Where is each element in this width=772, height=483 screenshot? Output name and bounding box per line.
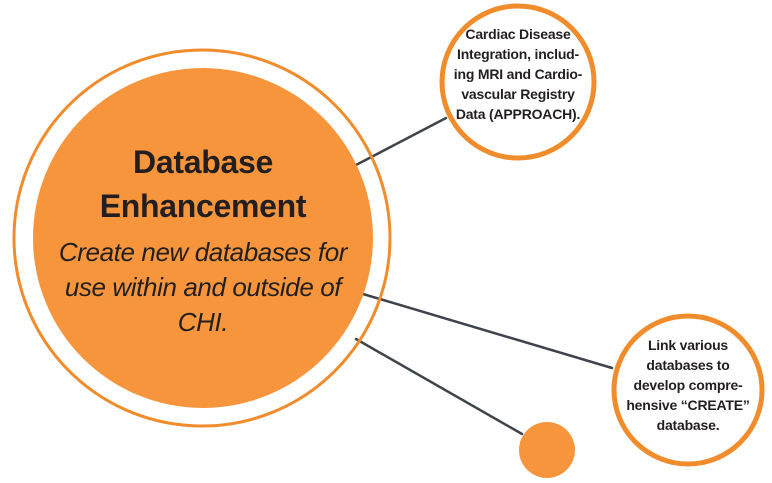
main-title-line: Database [133,144,273,180]
callout-top-text: Cardiac Disease Integration, includ- ing… [443,24,593,124]
main-bubble-title: Database Enhancement [20,140,386,228]
main-bubble-outer-ring [12,48,392,428]
small-orange-dot [519,422,575,478]
callout-bottom-circle [611,313,765,467]
main-title-line: Enhancement [99,188,307,224]
main-bubble-subtitle: Create new databases for use within and … [20,235,386,340]
main-subtitle-line: Create new databases for [58,237,348,267]
callout-bottom-text: Link various databases to develop compre… [613,335,763,435]
callout-bottom-line: databases to [646,357,730,373]
callout-top-line: Data (APPROACH). [455,106,581,122]
callout-top-circle [439,3,597,161]
callout-bottom-line: Link various [647,337,729,353]
main-subtitle-line: use within and outside of [64,272,342,302]
connector-line-bottom-callout [361,292,614,370]
callout-top-line: Integration, includ- [457,46,579,62]
callout-top-line: vascular Registry [461,86,575,102]
callout-bottom-line: database. [656,417,720,433]
callout-bottom-line: develop compre- [633,377,743,393]
connector-line-dot [354,337,524,436]
main-subtitle-line: CHI. [177,307,229,337]
main-bubble-circle [33,68,373,408]
callout-bottom-line: hensive “CREATE” [626,397,750,413]
main-bubble-text: Database Enhancement Create new database… [20,140,386,340]
callout-top-line: ing MRI and Cardio- [453,66,583,82]
callout-top-line: Cardiac Disease [465,26,571,42]
